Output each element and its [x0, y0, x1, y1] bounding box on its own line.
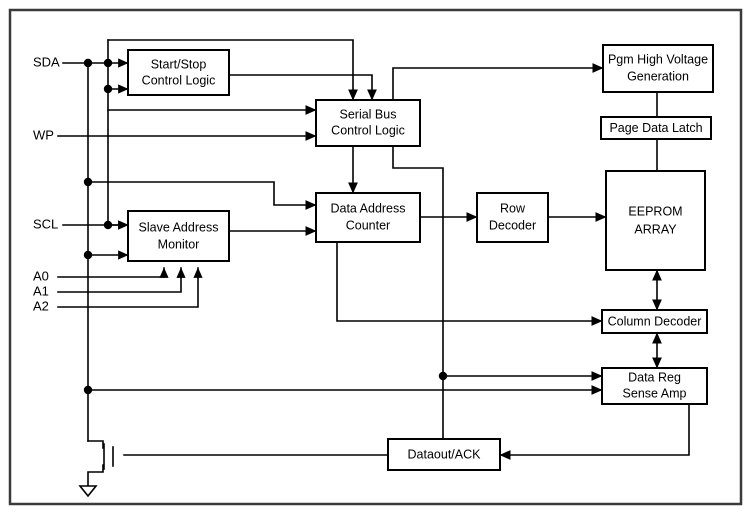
diagram-outer-frame — [8, 8, 743, 506]
bus-serial-bus-distribution-vertical — [392, 145, 448, 450]
junction-dot — [103, 84, 113, 94]
junction-dot — [103, 220, 113, 230]
pin-label-wp: WP — [33, 127, 54, 142]
block-label-line: Data Address — [330, 201, 405, 215]
block-outline — [127, 49, 230, 96]
block-dataout-ack[interactable]: Dataout/ACK — [387, 438, 501, 471]
serial-bus-top-inputs — [107, 39, 377, 101]
mosfet-source-lead — [87, 464, 104, 487]
ground-symbol — [78, 485, 98, 498]
block-label-line: Generation — [627, 69, 689, 83]
block-label-line: Control Logic — [331, 123, 405, 137]
wire-sda-to-data-address-counter — [87, 181, 317, 210]
block-label-line: Row — [500, 201, 526, 215]
wire-a1-in — [57, 267, 186, 293]
wire-a0-in — [57, 267, 169, 278]
block-outline — [387, 438, 501, 471]
block-label-line: Serial Bus — [340, 107, 397, 121]
wire-scl-to-serial-bus-top — [107, 39, 358, 101]
block-outline — [600, 116, 712, 140]
pin-label-a0: A0 — [33, 268, 49, 283]
block-outline — [476, 192, 549, 243]
block-label-line: EEPROM — [628, 204, 682, 218]
block-label-line: ARRAY — [634, 222, 677, 236]
block-pgm-high-voltage-generation[interactable]: Pgm High Voltage Generation — [602, 44, 714, 93]
block-label-line: Decoder — [489, 218, 536, 232]
wire-data-reg-to-dataout-ack — [499, 403, 690, 460]
wire-serial-bus-to-pgm-hv — [392, 63, 604, 101]
block-label-line: Data Reg — [628, 370, 681, 384]
vertical-buses — [87, 39, 109, 442]
block-label-line: Pgm High Voltage — [608, 52, 708, 66]
block-eeprom-array[interactable]: EEPROM ARRAY — [605, 170, 706, 271]
junction-dot — [83, 58, 93, 68]
block-label-line: Monitor — [158, 237, 200, 251]
block-outline — [315, 99, 421, 147]
block-start-stop-control-logic[interactable]: Start/Stop Control Logic — [127, 49, 230, 96]
block-label-line: Slave Address — [139, 220, 219, 234]
block-outline — [127, 210, 230, 262]
open-drain-pulldown-transistor — [78, 440, 114, 498]
block-label-line: Control Logic — [142, 73, 216, 87]
block-outline — [315, 192, 421, 243]
slave-address-monitor-inputs — [87, 220, 129, 260]
block-column-decoder[interactable]: Column Decoder — [601, 309, 708, 334]
junction-dot — [83, 177, 93, 187]
junction-dot — [438, 371, 448, 381]
start-stop-inputs — [107, 58, 129, 94]
pin-label-a2: A2 — [33, 298, 49, 313]
block-outline — [601, 309, 708, 334]
block-outline — [601, 367, 708, 405]
block-label-line: Dataout/ACK — [408, 447, 482, 461]
junction-dot — [83, 385, 93, 395]
block-data-reg-sense-amp[interactable]: Data Reg Sense Amp — [601, 367, 708, 405]
mosfet-drain-lead — [87, 440, 104, 449]
block-label-line: Start/Stop — [151, 57, 207, 71]
block-page-data-latch[interactable]: Page Data Latch — [600, 116, 712, 140]
block-outline — [602, 44, 714, 93]
block-data-address-counter[interactable]: Data Address Counter — [315, 192, 421, 243]
pin-label-a1: A1 — [33, 283, 49, 298]
block-row-decoder[interactable]: Row Decoder — [476, 192, 549, 243]
pin-label-scl: SCL — [33, 216, 58, 231]
block-label-line: Sense Amp — [623, 386, 687, 400]
junction-dot — [83, 250, 93, 260]
block-outline — [605, 170, 706, 271]
pin-label-sda: SDA — [33, 54, 60, 69]
junction-dot — [103, 58, 113, 68]
block-serial-bus-control-logic[interactable]: Serial Bus Control Logic — [315, 99, 421, 147]
block-slave-address-monitor[interactable]: Slave Address Monitor — [127, 210, 230, 262]
pin-input-wires — [57, 62, 317, 308]
wire-a2-in — [57, 267, 203, 308]
block-label-line: Counter — [346, 218, 390, 232]
block-label-line: Column Decoder — [608, 314, 702, 328]
wire-startstop-to-serial-bus-top — [228, 74, 377, 101]
block-label-line: Page Data Latch — [609, 121, 702, 135]
junction-dots — [83, 58, 448, 395]
wire-data-address-counter-to-column-decoder — [336, 241, 603, 326]
